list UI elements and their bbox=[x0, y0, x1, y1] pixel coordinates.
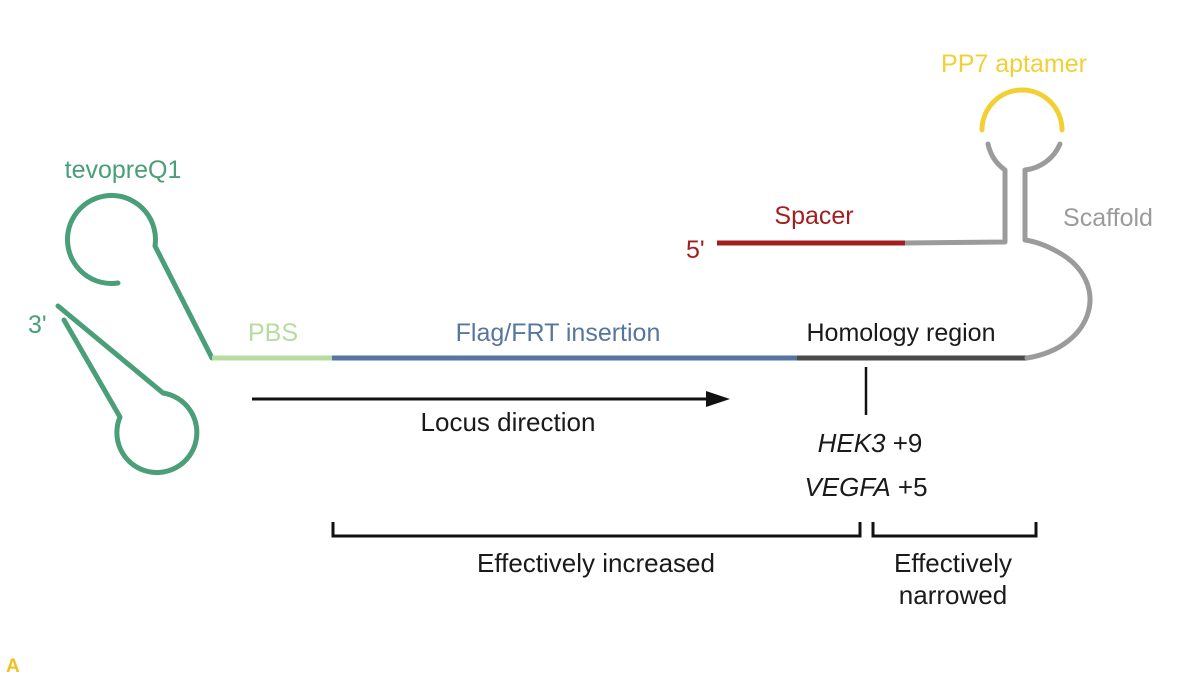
scaffold-tail bbox=[1022, 237, 1093, 361]
effectively-increased-label: Effectively increased bbox=[477, 548, 715, 578]
effectively-narrowed-label-line2: narrowed bbox=[899, 580, 1007, 610]
vegfa-label: VEGFA +5 bbox=[804, 472, 927, 502]
five-prime-label: 5' bbox=[686, 236, 705, 264]
hek3-position: +9 bbox=[886, 428, 923, 458]
pp7-aptamer-loop bbox=[979, 87, 1065, 133]
tevopreq1-structure bbox=[55, 193, 215, 476]
tevopreq1-upper-loop bbox=[65, 193, 215, 361]
pbs-label: PBS bbox=[248, 319, 298, 347]
hek3-gene-name: HEK3 bbox=[818, 428, 886, 458]
hek3-label: HEK3 +9 bbox=[818, 428, 923, 458]
narrowed-bracket bbox=[871, 522, 1038, 538]
spacer-label: Spacer bbox=[774, 202, 853, 230]
locus-direction-arrowhead bbox=[706, 391, 730, 407]
locus-direction-label: Locus direction bbox=[421, 407, 596, 437]
scaffold-structure bbox=[900, 141, 1093, 361]
pp7-aptamer-label: PP7 aptamer bbox=[941, 50, 1087, 78]
effectively-narrowed-label-line1: Effectively bbox=[894, 548, 1012, 578]
scaffold-label: Scaffold bbox=[1063, 204, 1153, 232]
three-prime-label: 3' bbox=[28, 311, 47, 339]
vegfa-gene-name: VEGFA bbox=[804, 472, 890, 502]
homology-label: Homology region bbox=[807, 319, 996, 347]
increased-bracket bbox=[331, 522, 862, 538]
tevopreq1-lower-loop bbox=[55, 303, 200, 476]
scaffold-stem-left bbox=[900, 141, 1008, 246]
flag-frt-label: Flag/FRT insertion bbox=[456, 319, 661, 347]
scaffold-stem-right bbox=[1022, 141, 1063, 243]
tevopreq1-label: tevopreQ1 bbox=[65, 156, 182, 184]
vegfa-position: +5 bbox=[891, 472, 928, 502]
corner-letter-label: A bbox=[6, 656, 20, 676]
